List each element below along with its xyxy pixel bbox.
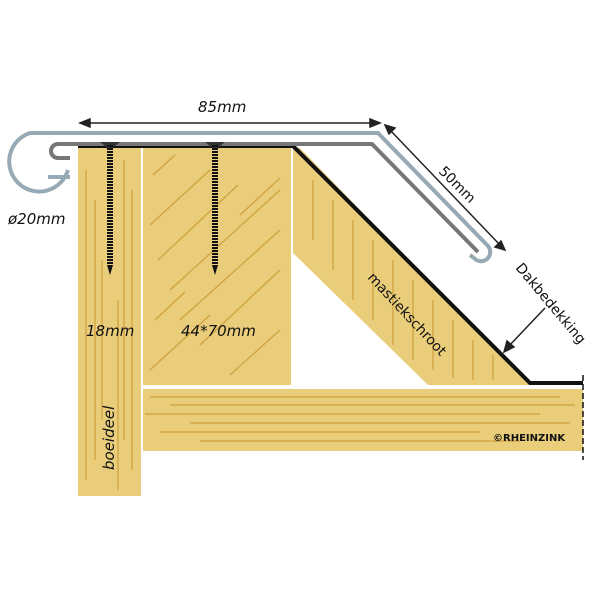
width-dimension-arrow (77, 117, 383, 129)
board-thickness-label: 18mm (86, 322, 134, 340)
horizontal-board (143, 389, 583, 451)
screw-icon (205, 142, 225, 275)
roofing-pointer-arrow (502, 307, 546, 354)
zinc-profile (7, 131, 493, 264)
fascia-label: boeideel (100, 405, 118, 470)
zinc-clip (49, 142, 480, 254)
slope-dimension-arrow (383, 123, 507, 252)
block-size-label: 44*70mm (181, 322, 256, 340)
roll-diameter-label: ø20mm (7, 210, 66, 228)
roofing-label: Dakbedekking (512, 260, 589, 347)
screw-icon (100, 142, 120, 275)
width-dimension-label: 85mm (198, 98, 246, 116)
copyright-label: ©RHEINZINK (493, 433, 566, 444)
